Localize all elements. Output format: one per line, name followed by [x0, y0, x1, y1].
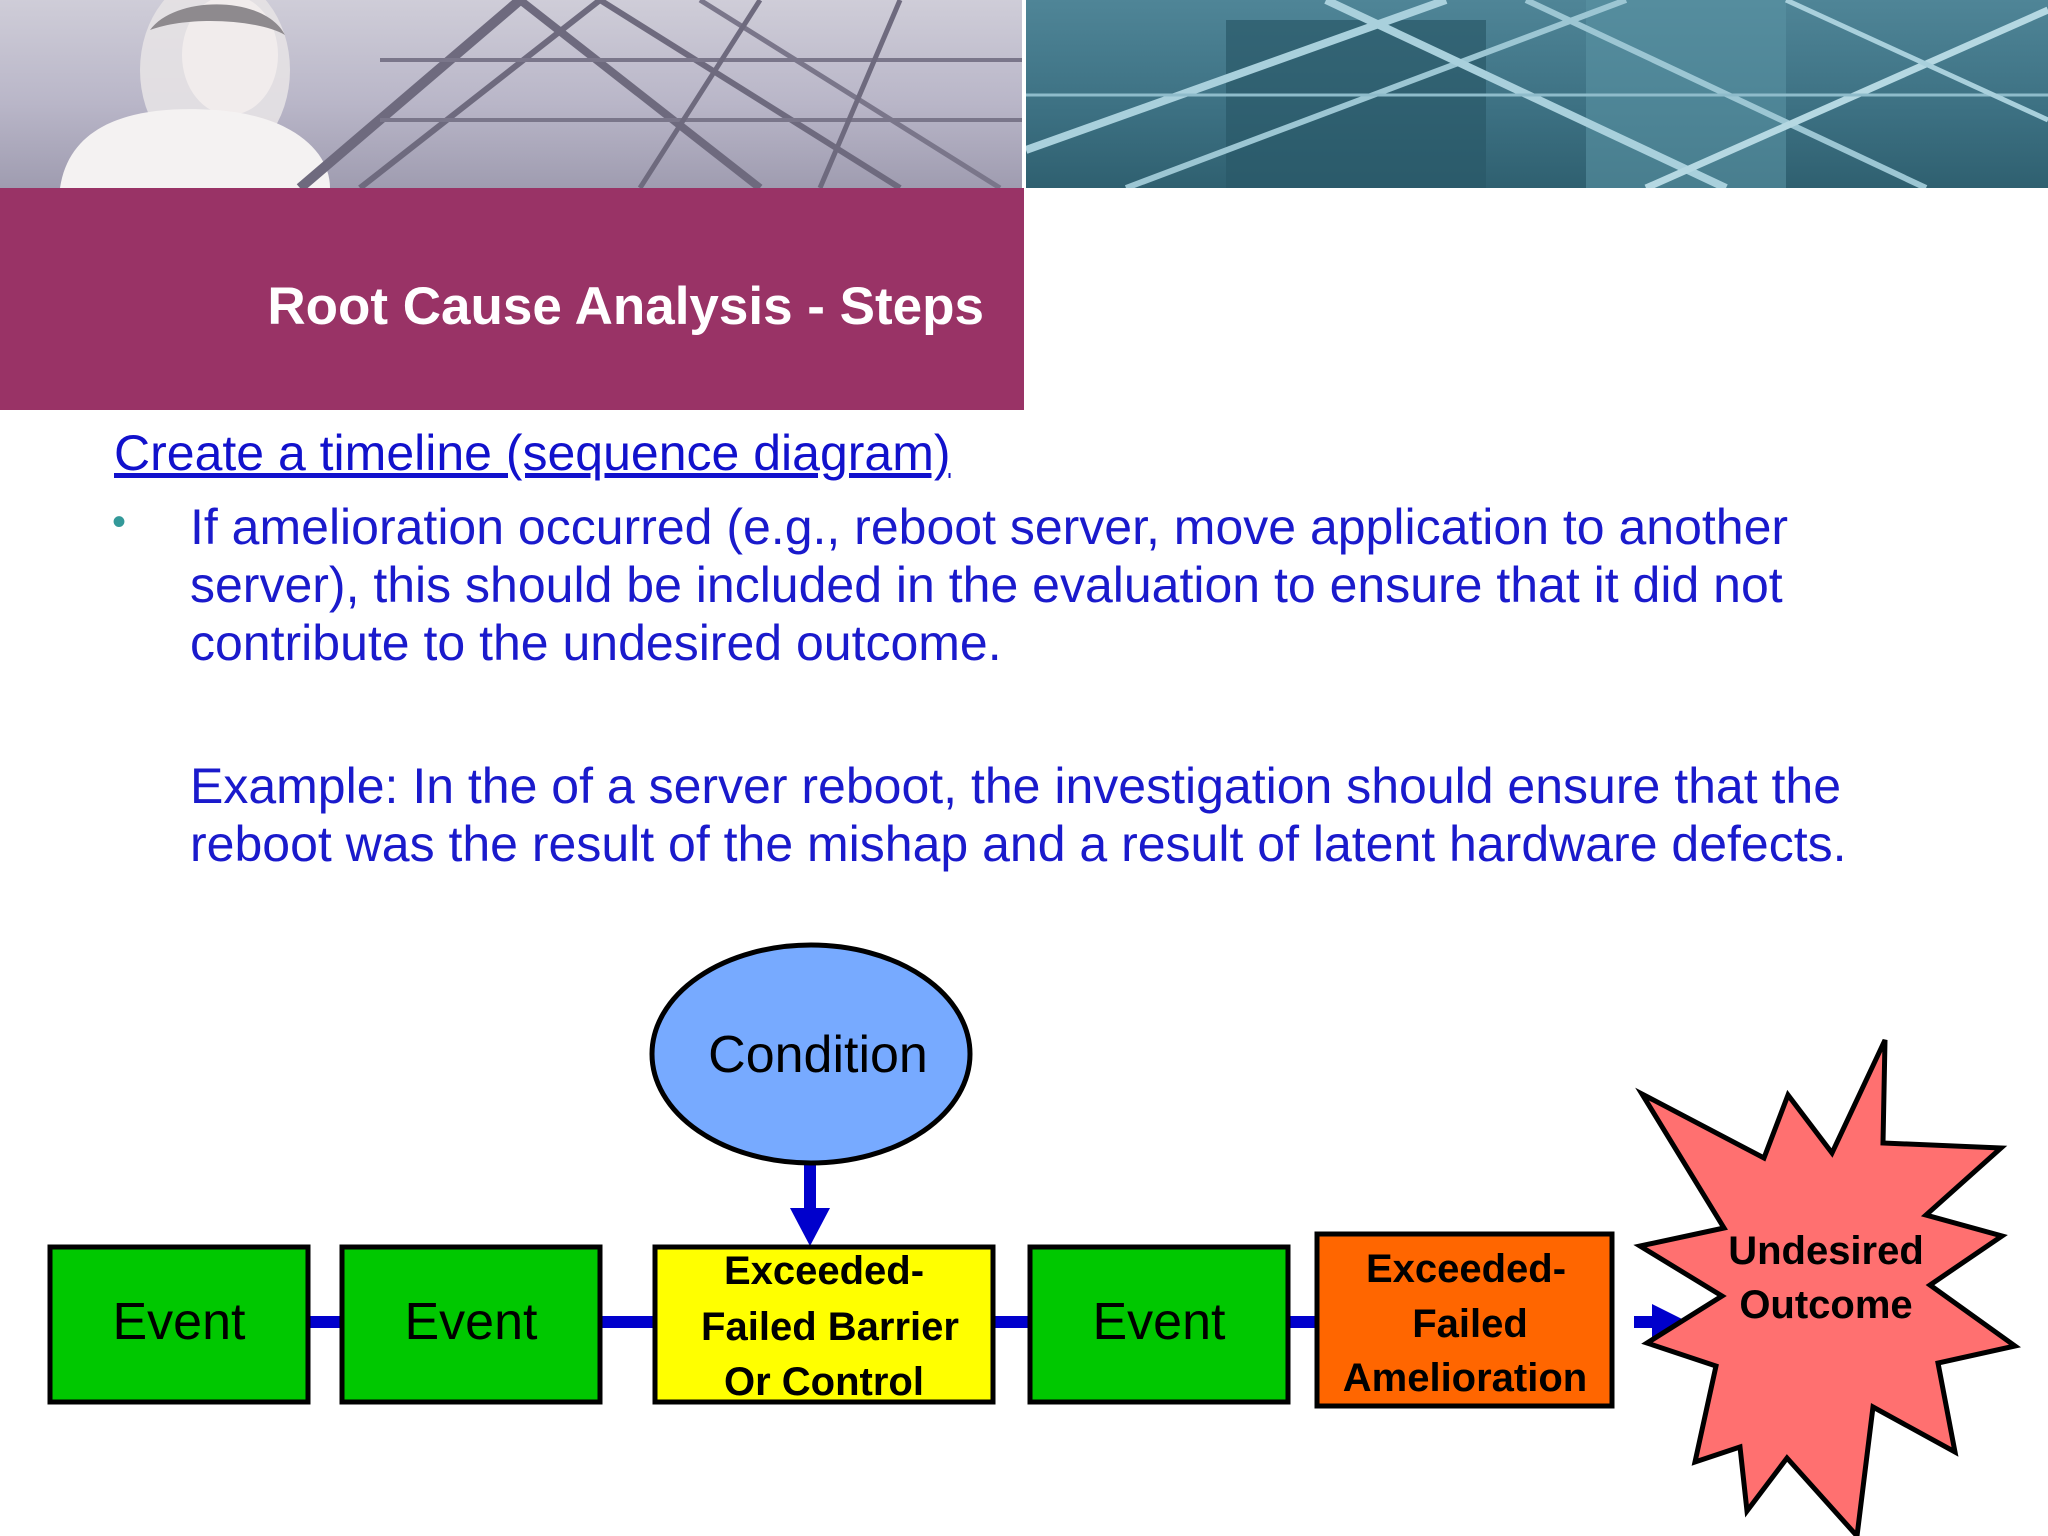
header-photo-right-art: [1026, 0, 2048, 188]
header-photo-left-art: [60, 0, 1022, 188]
event-box-2: [339, 1244, 603, 1405]
timeline-subtitle-link[interactable]: Create a timeline (sequence diagram): [114, 425, 951, 481]
amelioration-label-3: Amelioration: [1343, 1356, 1587, 1400]
amelioration-box: [1314, 1231, 1615, 1409]
amelioration-label-1: Exceeded-: [1366, 1247, 1566, 1291]
barrier-label-2: Failed Barrier: [701, 1305, 959, 1349]
example-text: Example: In the of a server reboot, the …: [190, 758, 1847, 872]
undesired-outcome-starburst: [1633, 1038, 2022, 1536]
amelioration-label-2: Failed: [1412, 1302, 1528, 1346]
condition-node: [649, 942, 973, 1166]
outcome-label-1: Undesired: [1728, 1229, 1924, 1273]
event-label-1: Event: [113, 1293, 247, 1351]
event-box-1: [47, 1244, 311, 1405]
event-label-3: Event: [1093, 1293, 1227, 1351]
title-band: Root Cause Analysis - Steps: [0, 188, 1024, 410]
header-divider: [1022, 0, 1026, 188]
barrier-label-1: Exceeded-: [724, 1249, 924, 1293]
header-photo-left: [0, 0, 1022, 188]
barrier-label-3: Or Control: [724, 1360, 924, 1404]
outcome-label-2: Outcome: [1739, 1283, 1912, 1327]
bullet-icon: •: [112, 500, 127, 544]
event-box-3: [1027, 1244, 1291, 1405]
condition-arrow-head: [790, 1208, 830, 1246]
barrier-box: [652, 1244, 996, 1405]
amelioration-bullet-text: If amelioration occurred (e.g., reboot s…: [190, 499, 1789, 671]
event-label-2: Event: [405, 1293, 539, 1351]
slide-title: Root Cause Analysis - Steps: [267, 277, 984, 336]
condition-label: Condition: [708, 1026, 928, 1084]
header-photo-right: [1026, 0, 2048, 188]
